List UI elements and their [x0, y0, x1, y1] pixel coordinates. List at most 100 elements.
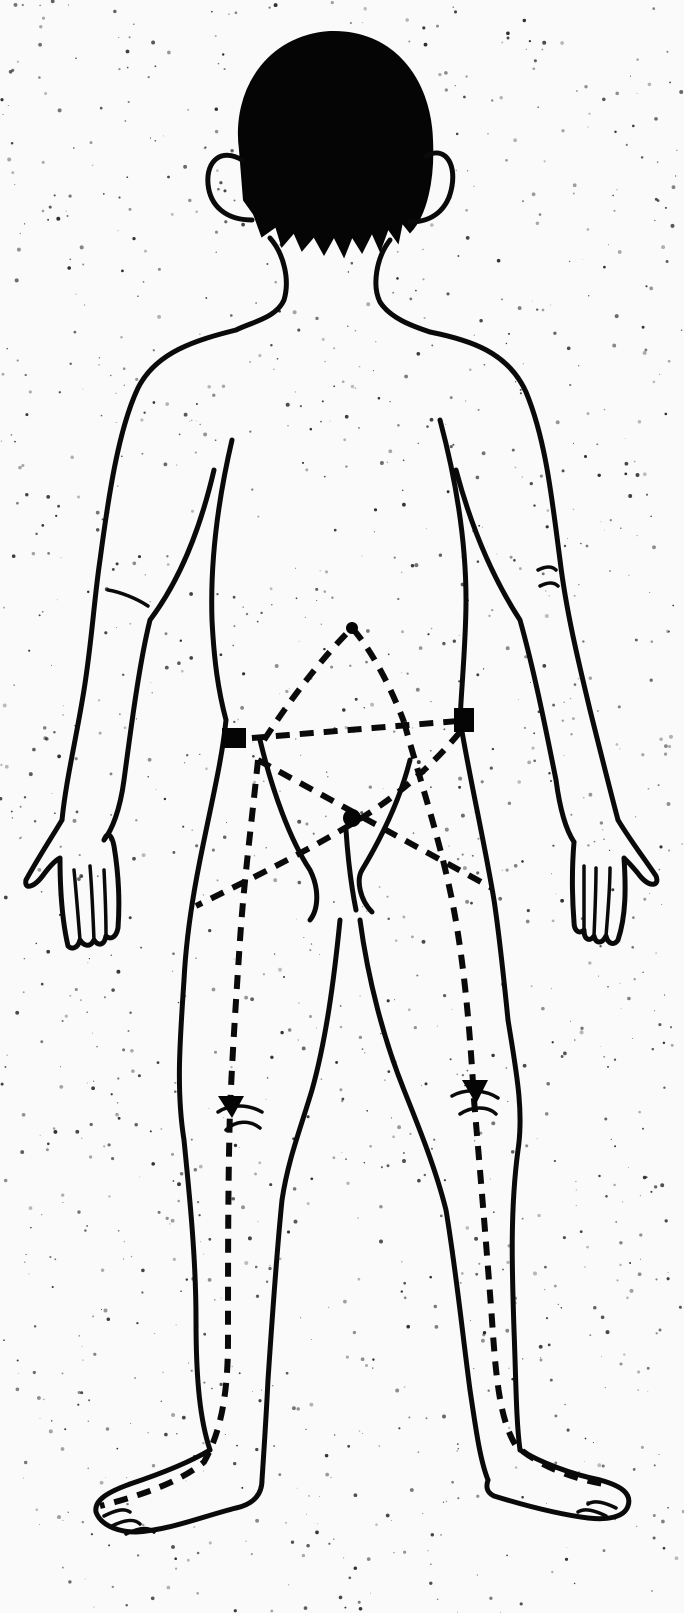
speckle: [118, 68, 120, 70]
speckle: [491, 609, 493, 611]
speckle: [121, 455, 123, 457]
speckle: [333, 901, 335, 903]
speckle: [257, 516, 259, 518]
speckle: [499, 96, 502, 99]
speckle: [672, 605, 674, 607]
speckle: [370, 703, 374, 707]
speckle: [219, 181, 222, 184]
speckle: [191, 420, 192, 421]
speckle: [605, 1387, 606, 1388]
speckle: [131, 1256, 133, 1258]
speckle: [233, 596, 236, 599]
speckle: [429, 1276, 432, 1279]
speckle: [51, 1420, 53, 1422]
speckle: [434, 1305, 437, 1308]
speckle: [636, 1526, 637, 1527]
speckle: [663, 1087, 665, 1089]
speckle: [556, 420, 560, 424]
speckle: [77, 1404, 79, 1406]
speckle: [574, 1039, 576, 1041]
speckle: [532, 301, 533, 302]
speckle: [132, 237, 135, 240]
speckle: [260, 612, 262, 614]
speckle: [372, 1358, 374, 1360]
speckle: [199, 424, 200, 425]
speckle: [573, 509, 575, 511]
speckle: [659, 737, 662, 740]
speckle: [422, 1513, 423, 1514]
speckle: [643, 472, 647, 476]
speckle: [389, 401, 390, 402]
speckle: [496, 553, 497, 554]
speckle: [172, 971, 173, 972]
speckle: [451, 1009, 452, 1010]
speckle: [267, 1077, 269, 1079]
speckle: [422, 26, 425, 29]
speckle: [457, 255, 459, 257]
speckle: [397, 424, 400, 427]
speckle: [294, 1220, 298, 1224]
speckle: [37, 868, 41, 872]
speckle: [325, 1454, 329, 1458]
speckle: [79, 854, 81, 856]
speckle: [348, 1576, 351, 1579]
speckle: [634, 461, 636, 463]
speckle: [395, 1389, 399, 1393]
speckle: [123, 367, 126, 370]
speckle: [642, 326, 645, 329]
speckle: [302, 1046, 306, 1050]
speckle: [586, 1246, 589, 1249]
speckle: [359, 1036, 362, 1039]
speckle: [309, 949, 311, 951]
speckle: [386, 1514, 390, 1518]
speckle: [531, 985, 533, 987]
speckle: [641, 156, 644, 159]
speckle: [246, 1541, 247, 1542]
speckle: [387, 462, 389, 464]
speckle: [334, 1434, 336, 1436]
speckle: [92, 165, 94, 167]
speckle: [93, 1353, 96, 1356]
speckle: [551, 873, 552, 874]
speckle: [345, 415, 349, 419]
speckle: [116, 1113, 117, 1114]
speckle: [288, 1584, 289, 1585]
speckle: [129, 1011, 131, 1013]
speckle: [91, 1533, 93, 1535]
speckle: [676, 150, 677, 151]
speckle: [570, 698, 571, 699]
speckle: [80, 999, 82, 1001]
speckle: [540, 475, 543, 478]
speckle: [164, 1433, 168, 1437]
speckle: [296, 919, 297, 920]
triangle-apex-point: [346, 622, 358, 634]
speckle: [643, 1176, 647, 1180]
speckle: [649, 893, 650, 894]
speckle: [87, 1083, 88, 1084]
speckle: [324, 476, 326, 478]
speckle: [582, 259, 583, 260]
speckle: [244, 1261, 248, 1265]
speckle: [241, 1205, 245, 1209]
speckle: [442, 642, 445, 645]
speckle: [602, 1464, 605, 1467]
speckle: [152, 1464, 155, 1467]
speckle: [47, 1143, 50, 1146]
speckle: [383, 788, 384, 789]
speckle: [440, 1534, 442, 1536]
speckle: [316, 600, 317, 601]
speckle: [60, 846, 62, 848]
speckle: [523, 19, 526, 22]
speckle: [567, 1429, 570, 1432]
speckle: [273, 1445, 275, 1447]
speckle: [664, 994, 665, 995]
speckle: [361, 1357, 365, 1361]
speckle: [3, 607, 5, 609]
speckle: [75, 757, 78, 760]
speckle: [654, 1010, 655, 1011]
speckle: [224, 189, 227, 192]
speckle: [582, 640, 584, 642]
speckle: [255, 1448, 258, 1451]
speckle: [151, 1596, 155, 1600]
speckle: [639, 1233, 642, 1236]
